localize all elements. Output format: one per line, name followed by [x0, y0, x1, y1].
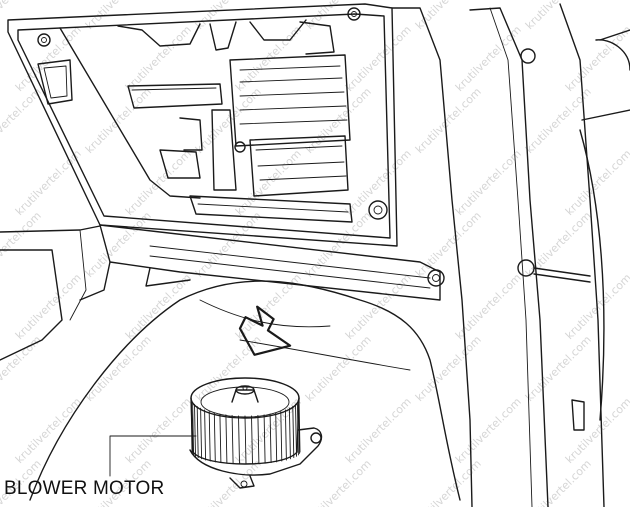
watermark-text: krutilvertel.com — [343, 147, 414, 218]
fan-blade — [292, 405, 295, 459]
watermark-text: krutilvertel.com — [343, 23, 414, 94]
fan-blade — [219, 413, 222, 464]
callout-leader — [109, 435, 197, 477]
fan-blade — [200, 407, 203, 460]
watermark-text: krutilvertel.com — [303, 457, 374, 507]
dash-internal-structure — [59, 19, 353, 223]
watermark-text: krutilvertel.com — [83, 209, 154, 280]
watermark-text: krutilvertel.com — [453, 395, 524, 466]
fan-blade — [238, 415, 240, 465]
watermark-text: krutilvertel.com — [83, 85, 154, 156]
watermark-text: krutilvertel.com — [0, 0, 44, 32]
removal-direction-arrow — [238, 305, 292, 356]
fan-blade — [213, 412, 216, 463]
fan-blade — [244, 415, 247, 465]
fan-blade — [257, 415, 260, 465]
watermark-text: krutilvertel.com — [453, 23, 524, 94]
watermark-text: krutilvertel.com — [123, 23, 194, 94]
fan-blade — [192, 401, 195, 456]
watermark-text: krutilvertel.com — [413, 209, 484, 280]
watermark-text: krutilvertel.com — [453, 147, 524, 218]
fan-blade — [269, 413, 272, 464]
watermark-text: krutilvertel.com — [13, 395, 84, 466]
watermark-text: krutilvertel.com — [0, 85, 44, 156]
watermark-text: krutilvertel.com — [303, 333, 374, 404]
fan-blade — [296, 401, 299, 456]
watermark-text: krutilvertel.com — [193, 209, 264, 280]
fan-blade — [225, 414, 228, 464]
watermark-text: krutilvertel.com — [123, 147, 194, 218]
fan-blade — [263, 414, 266, 464]
fan-blade — [295, 403, 297, 457]
fan-blade — [190, 399, 193, 454]
glove-box-opening — [7, 3, 398, 247]
blower-fan-blades — [190, 397, 301, 465]
watermark-text: krutilvertel.com — [343, 395, 414, 466]
fan-blade — [298, 397, 301, 453]
fan-blade — [231, 415, 234, 465]
watermark-text: krutilvertel.com — [193, 0, 264, 32]
watermark-text: krutilvertel.com — [0, 333, 44, 404]
blower-motor — [189, 377, 323, 489]
watermark-text: krutilvertel.com — [0, 209, 44, 280]
watermark-text: krutilvertel.com — [123, 395, 194, 466]
fan-blade — [194, 403, 196, 457]
left-lower-dash — [0, 225, 101, 361]
fan-blade — [288, 407, 291, 460]
fan-blade — [196, 405, 199, 459]
watermark-text: krutilvertel.com — [413, 457, 484, 507]
blower-motor-callout-label: BLOWER MOTOR — [4, 478, 165, 499]
door-frame — [391, 3, 630, 507]
watermark-text: krutilvertel.com — [523, 333, 594, 404]
watermark-text: krutilvertel.com — [193, 333, 264, 404]
lower-cross-member — [79, 224, 445, 301]
fan-blade — [280, 411, 283, 462]
watermark-text: krutilvertel.com — [123, 271, 194, 342]
fan-blade — [275, 412, 278, 463]
watermark-text: krutilvertel.com — [13, 271, 84, 342]
watermark-text: krutilvertel.com — [13, 147, 84, 218]
watermark-text: krutilvertel.com — [523, 457, 594, 507]
fan-blade — [208, 411, 211, 462]
fan-blade — [251, 415, 253, 465]
watermark-text: krutilvertel.com — [83, 333, 154, 404]
watermark-text: krutilvertel.com — [523, 0, 594, 32]
watermark-text: krutilvertel.com — [413, 85, 484, 156]
watermark-text: krutilvertel.com — [13, 23, 84, 94]
fan-blade — [204, 409, 207, 461]
fan-blade — [284, 409, 287, 461]
